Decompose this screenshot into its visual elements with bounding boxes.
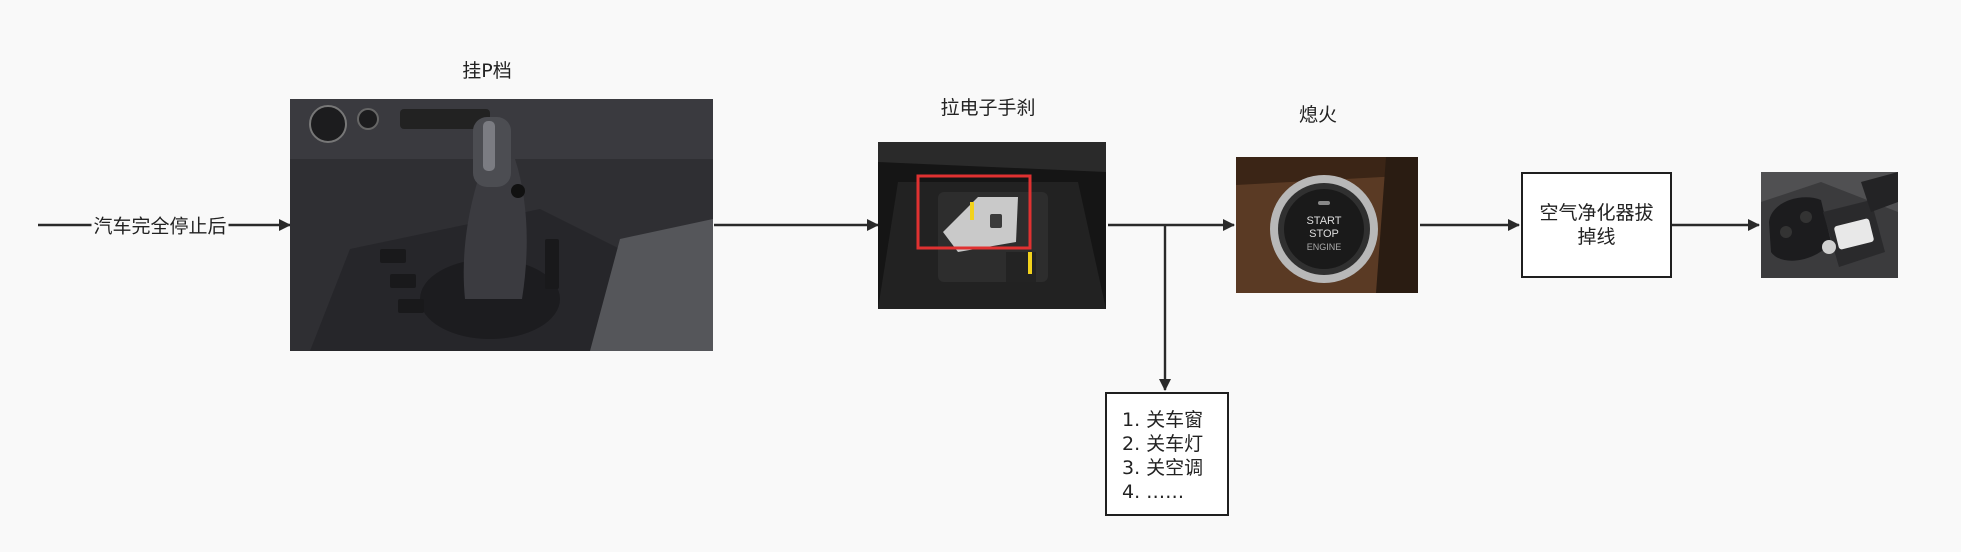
car-key-icon — [1761, 172, 1898, 278]
parking-brake-icon — [878, 142, 1106, 309]
start-condition-label: 汽车完全停止后 — [91, 211, 229, 239]
start-text: START — [1306, 215, 1341, 227]
gear-shift-icon — [290, 99, 713, 351]
purifier-unplug-box: 空气净化器拔掉线 — [1521, 172, 1672, 278]
step-brake-title: 拉电子手刹 — [940, 97, 1036, 119]
stop-text: STOP — [1309, 228, 1339, 240]
checklist-item: 3. 关空调 — [1122, 457, 1204, 479]
purifier-unplug-text: 空气净化器拔掉线 — [1539, 202, 1654, 248]
step-gear-title: 挂P档 — [462, 60, 512, 82]
checklist-item: 4. …… — [1122, 481, 1185, 503]
checklist-box: 1. 关车窗 2. 关车灯 3. 关空调 4. …… — [1105, 392, 1229, 516]
checklist-item: 2. 关车灯 — [1122, 433, 1204, 455]
car-key-photo — [1761, 172, 1898, 278]
checklist-item: 1. 关车窗 — [1122, 409, 1204, 431]
gear-shift-photo — [290, 99, 713, 351]
step-ignition-title: 熄火 — [1298, 104, 1338, 126]
start-stop-icon: START STOP ENGINE — [1236, 157, 1418, 293]
parking-brake-photo — [878, 142, 1106, 309]
start-stop-button-photo: START STOP ENGINE — [1236, 157, 1418, 293]
engine-text: ENGINE — [1307, 242, 1342, 252]
